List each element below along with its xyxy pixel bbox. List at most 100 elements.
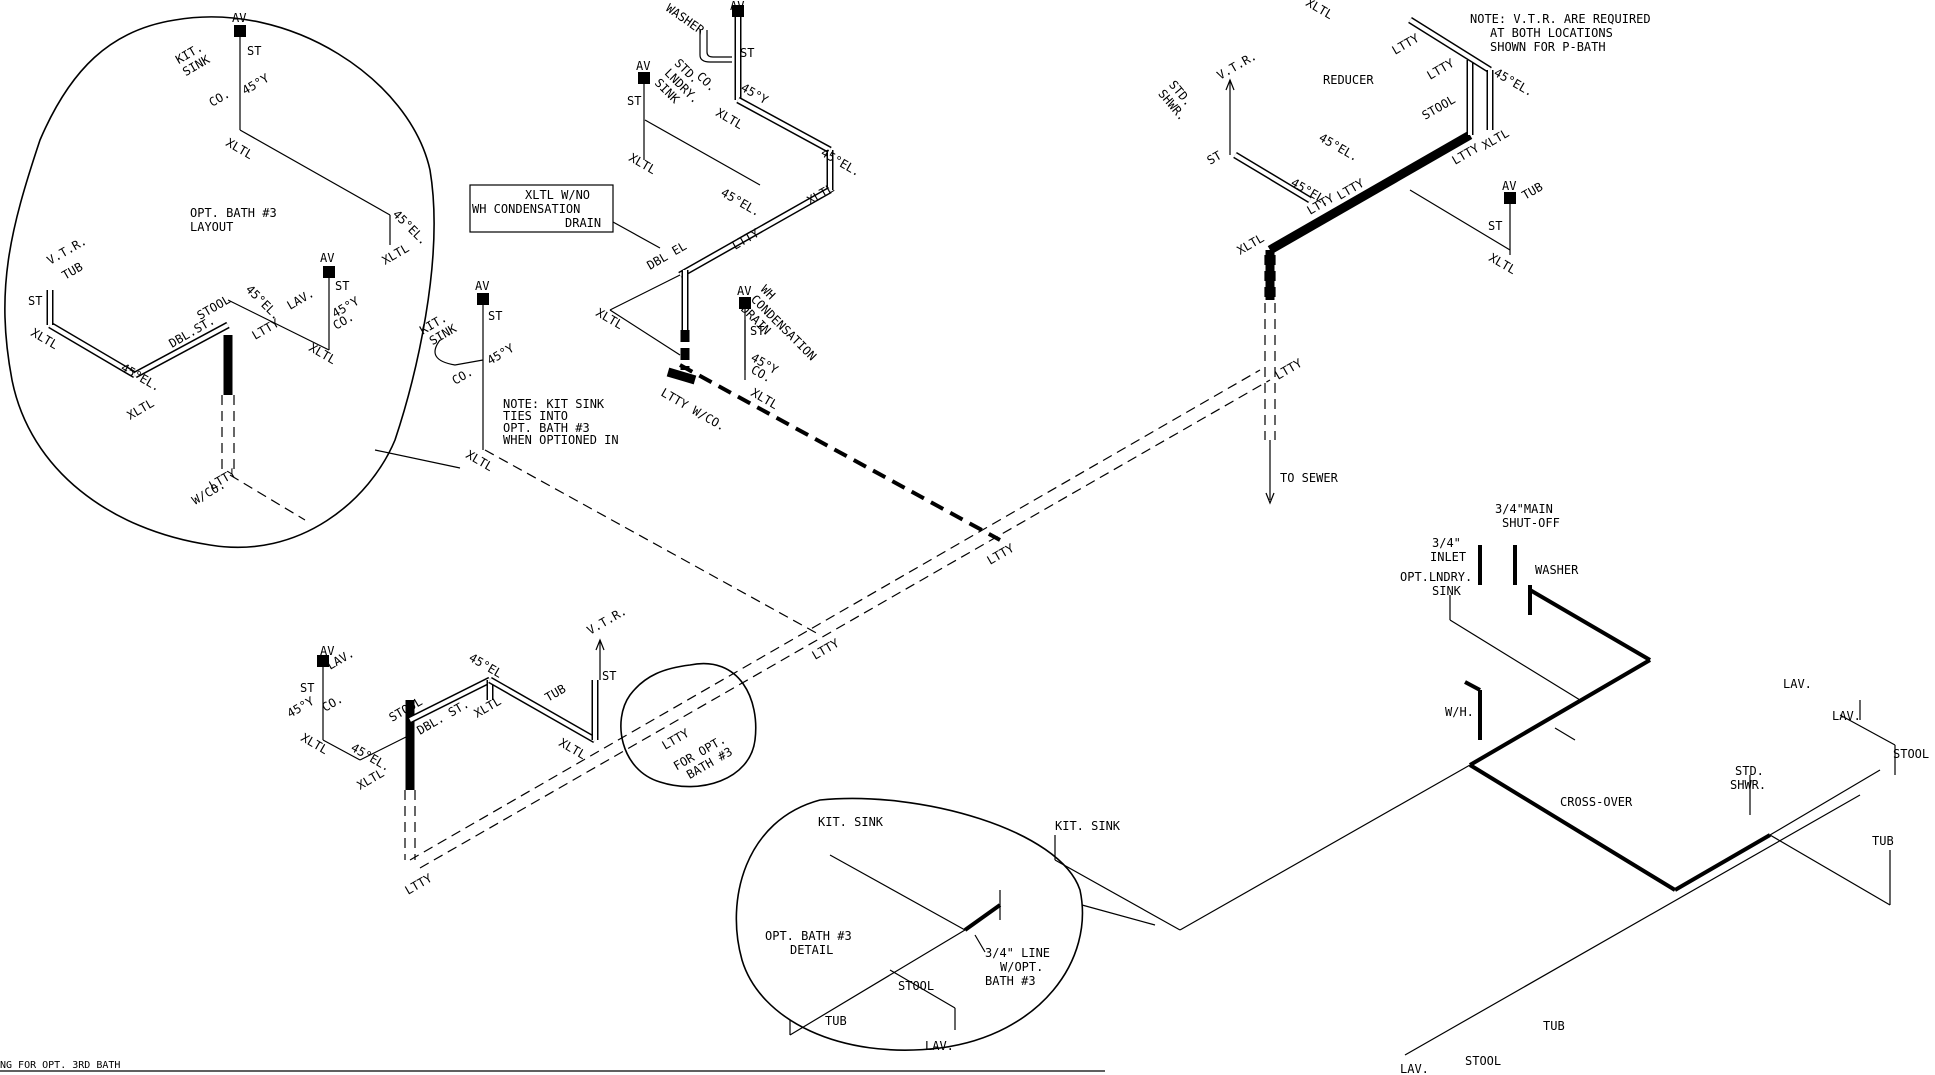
svg-text:45°EL.: 45°EL. — [819, 145, 864, 179]
svg-text:XLTL: XLTL — [355, 766, 387, 793]
svg-text:ST: ST — [740, 46, 754, 60]
svg-text:LAV.: LAV. — [925, 1039, 954, 1053]
svg-text:XLTL: XLTL — [299, 730, 331, 757]
svg-text:STOOL: STOOL — [1893, 747, 1929, 761]
svg-text:STOOL: STOOL — [1420, 92, 1458, 122]
svg-text:3/4": 3/4" — [1432, 536, 1461, 550]
svg-text:LTTY: LTTY — [985, 541, 1018, 568]
svg-text:WHEN OPTIONED IN: WHEN OPTIONED IN — [503, 433, 619, 447]
svg-text:LTTY: LTTY — [403, 871, 436, 898]
svg-text:STD.: STD. — [1735, 764, 1764, 778]
svg-text:SHOWN FOR P-BATH: SHOWN FOR P-BATH — [1490, 40, 1606, 54]
svg-text:ST: ST — [602, 669, 616, 683]
svg-text:45°EL.: 45°EL. — [1317, 130, 1362, 164]
svg-text:XLTL: XLTL — [557, 735, 589, 762]
svg-text:AV: AV — [636, 59, 650, 73]
svg-text:LAV.: LAV. — [1400, 1062, 1429, 1075]
kit-sink-mid-label: KIT. SINK — [417, 311, 459, 348]
svg-text:XLTL: XLTL — [307, 340, 339, 367]
svg-text:LTTY: LTTY — [660, 726, 693, 753]
svg-text:45°EL: 45°EL — [467, 650, 505, 680]
main-shutoff-label: 3/4"MAIN SHUT-OFF — [1495, 502, 1560, 530]
svg-text:TUB: TUB — [60, 260, 86, 283]
svg-text:LAV.: LAV. — [285, 286, 317, 313]
svg-text:TUB: TUB — [543, 682, 569, 705]
opt-bath-detail-piping — [789, 854, 1002, 1036]
xltl-note-box-text: XLTL W/NO WH CONDENSATION DRAIN — [472, 188, 601, 230]
svg-text:ST: ST — [28, 294, 42, 308]
svg-text:W/OPT.: W/OPT. — [1000, 960, 1043, 974]
svg-text:INLET: INLET — [1430, 550, 1466, 564]
opt-bath-detail-bubble — [735, 797, 1084, 1051]
laundry-riser-group — [609, 5, 834, 385]
detail-leader — [1081, 904, 1156, 926]
svg-text:DRAIN: DRAIN — [565, 216, 601, 230]
reducer-label: REDUCER — [1323, 73, 1374, 87]
svg-text:SINK: SINK — [1432, 584, 1462, 598]
svg-text:STOOL: STOOL — [1465, 1054, 1501, 1068]
svg-text:NOTE: KIT SINK: NOTE: KIT SINK — [503, 397, 605, 411]
svg-text:XLTL: XLTL — [627, 150, 659, 177]
svg-text:3/4" LINE: 3/4" LINE — [985, 946, 1050, 960]
svg-text:AV: AV — [737, 284, 751, 298]
washer-right-label: WASHER — [1535, 563, 1579, 577]
svg-text:3/4"MAIN: 3/4"MAIN — [1495, 502, 1553, 516]
water-supply-lines — [1054, 545, 1896, 1056]
svg-text:45°Y: 45°Y — [240, 71, 273, 98]
svg-text:CO.: CO. — [207, 87, 233, 110]
svg-text:AV: AV — [320, 251, 334, 265]
svg-text:XLTL: XLTL — [594, 305, 626, 332]
table-caption: NG FOR OPT. 3RD BATH — [0, 1060, 120, 1071]
svg-text:45°Y: 45°Y — [485, 341, 518, 368]
svg-text:DBL EL: DBL EL — [645, 239, 690, 273]
svg-text:ST: ST — [750, 324, 764, 338]
to-sewer-label: TO SEWER — [1280, 471, 1339, 485]
svg-text:ST: ST — [627, 94, 641, 108]
cross-over-label: CROSS-OVER — [1560, 795, 1633, 809]
svg-text:XLTL: XLTL — [380, 241, 412, 268]
svg-text:ST: ST — [335, 279, 349, 293]
svg-text:SHUT-OFF: SHUT-OFF — [1502, 516, 1560, 530]
svg-text:AV: AV — [475, 279, 489, 293]
svg-text:XLTL: XLTL — [1487, 250, 1519, 277]
svg-text:45°EL.: 45°EL. — [243, 282, 284, 323]
three-quarter-line-label: 3/4" LINE W/OPT. BATH #3 — [985, 946, 1050, 988]
svg-text:LTTY W/CO.: LTTY W/CO. — [659, 385, 729, 433]
svg-text:TIES INTO: TIES INTO — [503, 409, 568, 423]
std-shwr-right-label: STD. SHWR. — [1730, 764, 1766, 792]
svg-text:V.T.R.: V.T.R. — [1215, 49, 1260, 83]
svg-text:XLTL: XLTL — [125, 396, 157, 423]
svg-text:LAV.: LAV. — [1783, 677, 1812, 691]
svg-text:LTTY: LTTY — [250, 316, 283, 343]
lower-left-bath-group — [317, 638, 605, 860]
svg-text:STOOL: STOOL — [898, 979, 934, 993]
kit-sink-upper-label: KIT. SINK — [173, 40, 213, 79]
svg-text:OPT. BATH #3: OPT. BATH #3 — [503, 421, 590, 435]
svg-text:TUB: TUB — [825, 1014, 847, 1028]
svg-text:45°EL.: 45°EL. — [719, 185, 764, 219]
svg-text:AV: AV — [320, 644, 334, 658]
svg-text:OPT.LNDRY.: OPT.LNDRY. — [1400, 570, 1472, 584]
svg-text:ST: ST — [247, 44, 261, 58]
fitting-labels: AV ST CO. 45°Y XLTL 45°EL. XLTL AV ST 45… — [28, 0, 1929, 1075]
note-kit-sink: NOTE: KIT SINK TIES INTO OPT. BATH #3 WH… — [503, 397, 619, 447]
svg-text:BATH #3: BATH #3 — [985, 974, 1036, 988]
wh-label: W/H. — [1445, 705, 1474, 719]
svg-text:ST: ST — [488, 309, 502, 323]
opt-bath-layout-piping — [46, 25, 391, 521]
svg-text:AV: AV — [1502, 179, 1516, 193]
svg-text:LAV.: LAV. — [1832, 709, 1861, 723]
kit-sink-line-label: KIT. SINK — [1055, 819, 1121, 833]
opt-bath-layout-bubble — [4, 16, 435, 549]
svg-text:TUB: TUB — [1543, 1019, 1565, 1033]
layout-leader — [374, 449, 461, 469]
svg-text:AV: AV — [730, 0, 744, 13]
svg-text:V.T.R.: V.T.R. — [45, 234, 90, 268]
opt-bath-layout-label: OPT. BATH #3 LAYOUT — [190, 206, 277, 234]
note-vtr: NOTE: V.T.R. ARE REQUIRED AT BOTH LOCATI… — [1470, 12, 1651, 54]
svg-text:OPT. BATH #3: OPT. BATH #3 — [190, 206, 277, 220]
std-shwr-top-label: STD. SHWR. — [1155, 78, 1195, 124]
condensation-line — [679, 363, 1001, 542]
svg-text:XLTL: XLTL — [805, 181, 837, 208]
svg-text:AV: AV — [232, 11, 246, 25]
